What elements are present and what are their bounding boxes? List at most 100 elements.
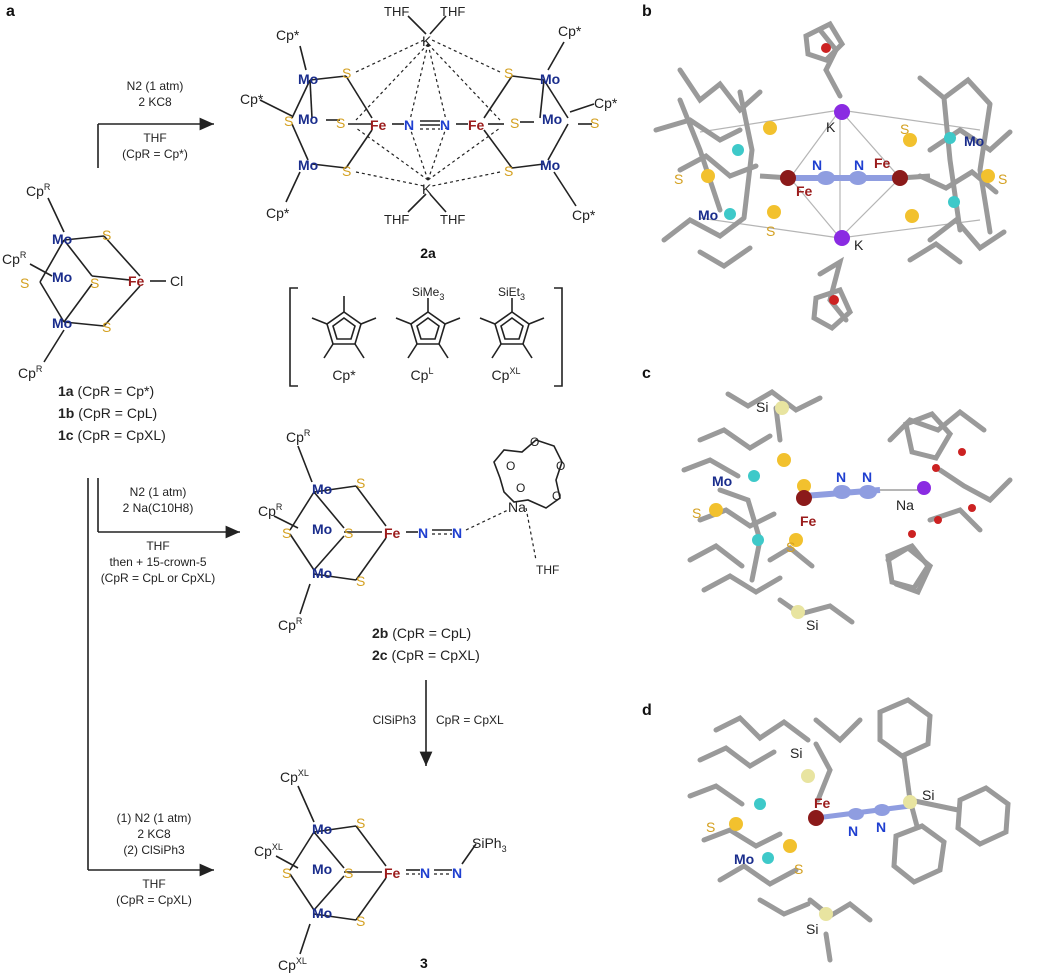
k-2a-bot: K: [422, 181, 432, 197]
compound-1a-label: 1a (CpR = Cp*): [58, 383, 154, 399]
xray-c-mo: Mo: [712, 473, 732, 489]
arrow-4-cond-4: THF: [142, 877, 165, 891]
s-2a-7: S: [590, 115, 599, 131]
xray-2c: [681, 389, 1013, 625]
crown-o-5: O: [516, 481, 525, 495]
mo-3-2: Mo: [312, 861, 332, 877]
xray-d-si1: Si: [790, 745, 802, 761]
s-label-1-d: S: [102, 319, 111, 335]
n-3-1: N: [420, 865, 430, 881]
s-2a-6: S: [510, 115, 519, 131]
panel-label-c: c: [642, 365, 651, 382]
xray-b-mo2: Mo: [964, 133, 984, 149]
arrow-1-cond-3: THF: [143, 131, 166, 145]
s-2bc-2: S: [282, 525, 291, 541]
arrow-2-cond-3: THF: [146, 539, 169, 553]
cpstar-2a-tr: Cp*: [558, 23, 582, 39]
xray-b-fe2: Fe: [874, 155, 891, 171]
s-3-1: S: [356, 815, 365, 831]
compound-2bc-structure: [273, 439, 563, 615]
arrow-4-cond-1: (1) N2 (1 atm): [117, 811, 192, 825]
xray-c-s1: S: [692, 505, 701, 521]
s-3-4: S: [356, 913, 365, 929]
arrow-4-cond-3: (2) ClSiPh3: [123, 843, 185, 857]
cpstar-2a-tl: Cp*: [276, 27, 300, 43]
cpxl-3-top: CpXL: [280, 768, 309, 785]
legend-cpxl: CpXL: [492, 366, 521, 383]
mo-3-3: Mo: [312, 905, 332, 921]
compound-1b-label: 1b (CpR = CpL): [58, 405, 157, 421]
compound-3-structure: [275, 785, 477, 955]
compound-2c-label: 2c (CpR = CpXL): [372, 647, 480, 663]
xray-c-n2: N: [862, 469, 872, 485]
thf-2bc: THF: [536, 563, 559, 577]
xray-d-n2: N: [876, 819, 886, 835]
arrow-2-cond-2: 2 Na(C10H8): [123, 501, 194, 515]
n-2a-1: N: [404, 117, 414, 133]
xray-c-fe: Fe: [800, 513, 817, 529]
xray-c-si1: Si: [756, 399, 768, 415]
arrow-2-cond-5: (CpR = CpL or CpXL): [101, 571, 216, 585]
mo-label-1-top: Mo: [52, 231, 72, 247]
cpr-label-bot-1: CpR: [18, 364, 43, 381]
panel-label-a: a: [6, 3, 15, 20]
cpstar-2a-mr: Cp*: [594, 95, 618, 111]
fe-label-1: Fe: [128, 273, 145, 289]
xray-c-si2: Si: [806, 617, 818, 633]
cpstar-2a-br: Cp*: [572, 207, 596, 223]
xray-d-mo: Mo: [734, 851, 754, 867]
compound-3-label: 3: [420, 955, 428, 971]
mo-2a-3: Mo: [298, 157, 318, 173]
s-2bc-3: S: [344, 525, 353, 541]
n-2bc-2: N: [452, 525, 462, 541]
cp-star-ring: [311, 296, 377, 359]
cpr-2bc-bot: CpR: [278, 616, 303, 633]
crown-o-1: O: [506, 459, 515, 473]
compound-2a-label: 2a: [420, 245, 436, 261]
compound-1c-label: 1c (CpR = CpXL): [58, 427, 166, 443]
cpxl-3-mid: CpXL: [254, 842, 283, 859]
xray-b-k2: K: [854, 237, 864, 253]
thf-2a-1: THF: [384, 4, 409, 19]
s-2a-1: S: [342, 65, 351, 81]
mo-label-1-mid: Mo: [52, 269, 72, 285]
mo-2bc-1: Mo: [312, 481, 332, 497]
mo-2a-5: Mo: [542, 111, 562, 127]
s-label-1-c: S: [90, 275, 99, 291]
thf-2a-3: THF: [384, 212, 409, 227]
xray-d-fe: Fe: [814, 795, 831, 811]
mo-3-1: Mo: [312, 821, 332, 837]
arrow-2-cond-1: N2 (1 atm): [130, 485, 187, 499]
xray-d-si2: Si: [922, 787, 934, 803]
legend-cpl: CpL: [411, 366, 434, 383]
s-3-3: S: [344, 865, 353, 881]
xray-b-fe1: Fe: [796, 183, 813, 199]
xray-b-s1: S: [674, 171, 683, 187]
thf-2a-2: THF: [440, 4, 465, 19]
s-2a-8: S: [504, 163, 513, 179]
mo-2bc-2: Mo: [312, 521, 332, 537]
cpr-label-top-1: CpR: [26, 182, 51, 199]
mo-label-1-bot: Mo: [52, 315, 72, 331]
cp-xl-ring: [479, 298, 545, 359]
s-2a-3: S: [336, 115, 345, 131]
mo-2a-6: Mo: [540, 157, 560, 173]
compound-2b-label: 2b (CpR = CpL): [372, 625, 471, 641]
s-label-1-b: S: [20, 275, 29, 291]
thf-2a-4: THF: [440, 212, 465, 227]
fe-2a-2: Fe: [468, 117, 485, 133]
xray-d-n1: N: [848, 823, 858, 839]
arrow-4-cond-2: 2 KC8: [137, 827, 171, 841]
arrow-3-left: ClSiPh3: [373, 713, 417, 727]
cpr-2bc-mid: CpR: [258, 502, 283, 519]
xray-c-s2: S: [786, 539, 795, 555]
s-2bc-4: S: [356, 573, 365, 589]
cpr-2bc-top: CpR: [286, 428, 311, 445]
arrow-1-cond-1: N2 (1 atm): [127, 79, 184, 93]
panel-label-d: d: [642, 702, 652, 719]
mo-2a-4: Mo: [540, 71, 560, 87]
cp-legend: [289, 287, 563, 387]
cpr-label-mid-1: CpR: [2, 250, 27, 267]
cpstar-2a-bl: Cp*: [266, 205, 290, 221]
